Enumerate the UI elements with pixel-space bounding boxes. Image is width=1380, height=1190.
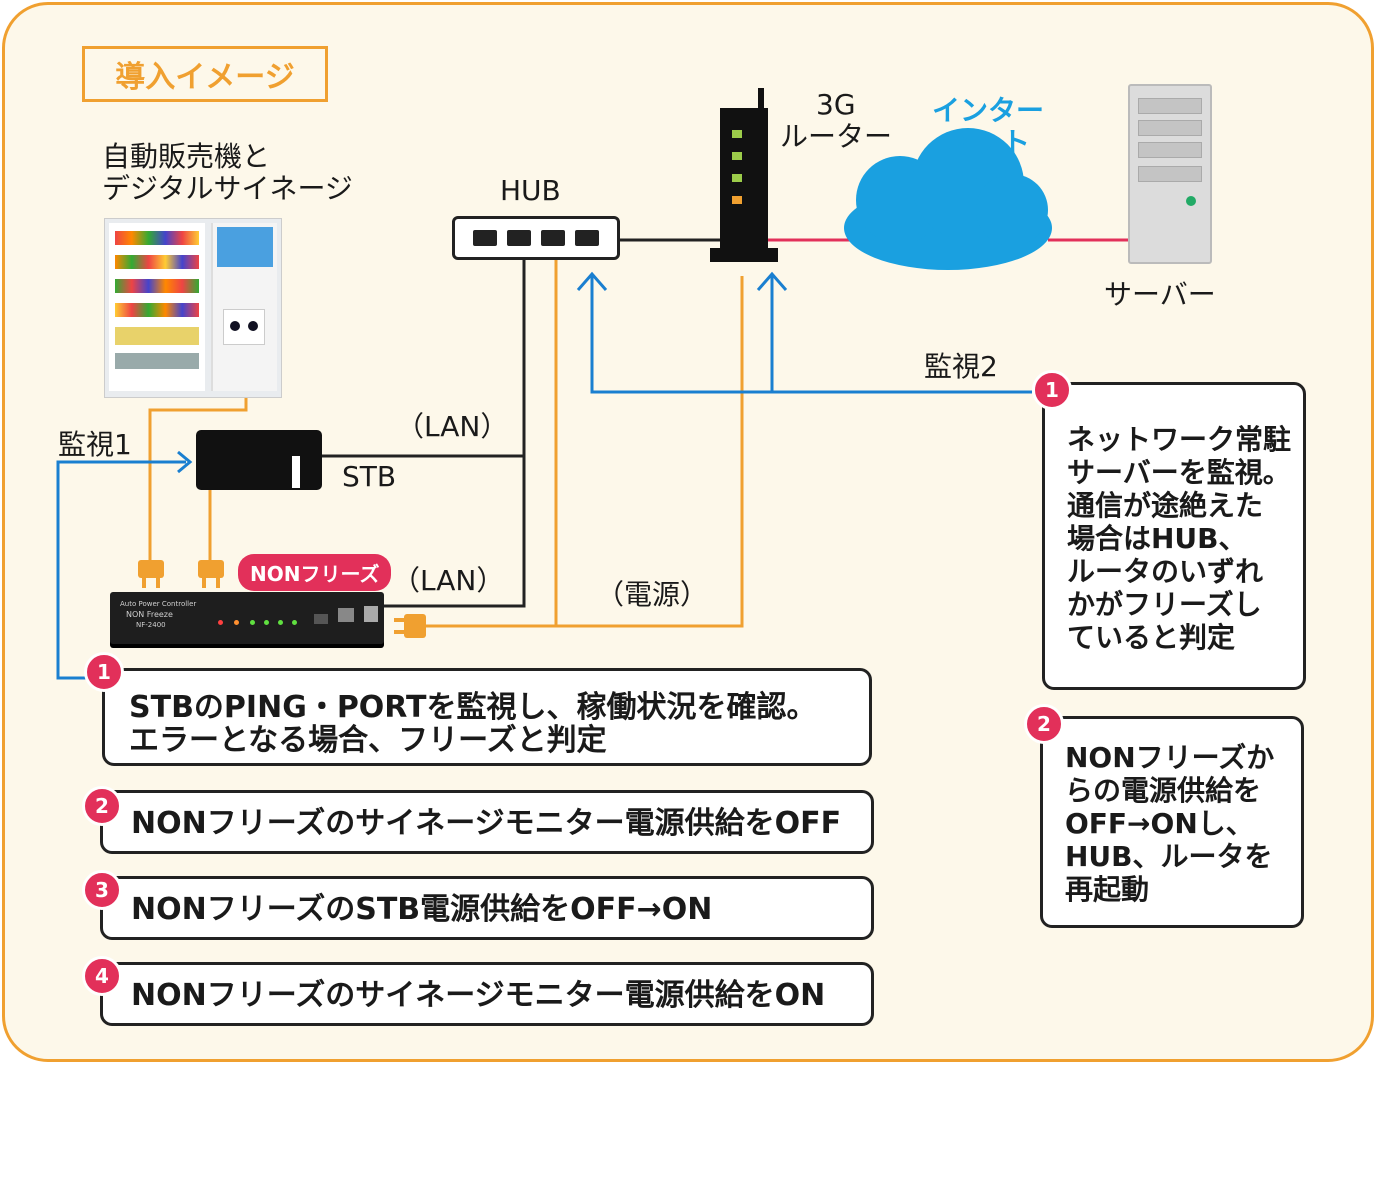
step-4-box: NONフリーズのサイネージモニター電源供給をON xyxy=(100,962,874,1026)
stb-icon xyxy=(196,430,322,490)
plug-icon-vending xyxy=(138,560,164,588)
right-step-2-line: OFF→ONし、 xyxy=(1065,807,1254,840)
router-label-2: ルーター xyxy=(780,120,893,153)
right-step-2-line: らの電源供給を xyxy=(1065,774,1262,807)
right-step-2-box: NONフリーズか らの電源供給を OFF→ONし、 HUB、ルータを 再起動 xyxy=(1040,716,1304,928)
plug-icon-nonfreeze xyxy=(394,614,426,638)
nonfreeze-tag: NONフリーズ xyxy=(238,554,392,591)
lan-label-stb: （LAN） xyxy=(396,410,509,443)
plug-icon-stb xyxy=(198,560,224,588)
step-4-badge: 4 xyxy=(82,956,122,996)
cloud-icon xyxy=(844,128,1052,270)
lan-line-hub-nonfreeze xyxy=(384,456,526,608)
step-1-text: STBのPING・PORTを監視し、稼働状況を確認。 xyxy=(129,690,817,725)
right-step-2-line: 再起動 xyxy=(1065,873,1150,906)
nonfreeze-device-image: Auto Power Controller NON Freeze NF-2400 xyxy=(110,592,384,644)
right-step-1-line: ネットワーク常駐 xyxy=(1067,423,1292,456)
right-step-1-line: サーバーを監視。 xyxy=(1067,456,1291,489)
monitor2-arrowhead-router xyxy=(756,271,788,291)
step-1-text-2: エラーとなる場合、フリーズと判定 xyxy=(129,723,607,758)
step-1-badge: 1 xyxy=(84,652,124,692)
step-4-text: NONフリーズのサイネージモニター電源供給をON xyxy=(131,978,826,1013)
step-3-box: NONフリーズのSTB電源供給をOFF→ON xyxy=(100,876,874,940)
power-label: （電源） xyxy=(596,578,709,611)
lan-label-nonfreeze: （LAN） xyxy=(392,564,505,597)
step-2-box: NONフリーズのサイネージモニター電源供給をOFF xyxy=(100,790,874,854)
router-antenna xyxy=(758,88,764,112)
right-step-1-line: ルータのいずれ xyxy=(1067,555,1264,588)
hub-label: HUB xyxy=(500,174,561,207)
vending-machine-image xyxy=(104,218,282,398)
monitor1-arrowhead xyxy=(177,450,193,474)
vending-label: 自動販売機と xyxy=(102,140,271,173)
internet-label: インター xyxy=(931,94,1044,127)
power-line-vending xyxy=(148,396,248,560)
hub-icon xyxy=(452,216,620,260)
monitor1-label: 監視1 xyxy=(58,428,132,461)
step-3-text: NONフリーズのSTB電源供給をOFF→ON xyxy=(131,892,713,927)
monitor2-label: 監視2 xyxy=(924,350,998,383)
stb-label: STB xyxy=(342,460,397,493)
step-3-badge: 3 xyxy=(82,870,122,910)
step-2-badge: 2 xyxy=(82,786,122,826)
right-step-1-line: 通信が途絶えた xyxy=(1067,489,1264,522)
server-icon xyxy=(1128,84,1212,264)
right-step-2-badge: 2 xyxy=(1024,704,1064,744)
monitor1-line xyxy=(56,460,186,680)
monitor2-line xyxy=(590,276,1032,394)
router-base xyxy=(710,248,778,262)
router-icon xyxy=(720,108,768,254)
right-step-2-line: NONフリーズか xyxy=(1065,741,1275,774)
step-2-text: NONフリーズのサイネージモニター電源供給をOFF xyxy=(131,806,842,841)
device-text-1: Auto Power Controller xyxy=(120,600,197,608)
step-1-box: STBのPING・PORTを監視し、稼働状況を確認。 エラーとなる場合、フリーズ… xyxy=(102,668,872,766)
router-label: 3G xyxy=(816,88,856,121)
device-text-3: NF-2400 xyxy=(136,621,166,629)
right-step-1-box: ネットワーク常駐 サーバーを監視。 通信が途絶えた 場合はHUB、 ルータのいず… xyxy=(1042,382,1306,690)
device-text-2: NON Freeze xyxy=(126,610,173,619)
internet-label-2: ネット xyxy=(945,126,1030,159)
vending-label-2: デジタルサイネージ xyxy=(102,172,353,205)
right-step-2-line: HUB、ルータを xyxy=(1065,840,1273,873)
power-line-router xyxy=(556,276,744,628)
right-step-1-badge: 1 xyxy=(1032,370,1072,410)
monitor2-arrowhead-hub xyxy=(576,271,608,291)
server-label: サーバー xyxy=(1104,278,1216,311)
right-step-1-line: 場合はHUB、 xyxy=(1067,522,1247,555)
right-step-1-line: かがフリーズし xyxy=(1067,588,1262,621)
right-step-1-line: ていると判定 xyxy=(1067,621,1236,654)
title-box: 導入イメージ xyxy=(82,46,328,102)
